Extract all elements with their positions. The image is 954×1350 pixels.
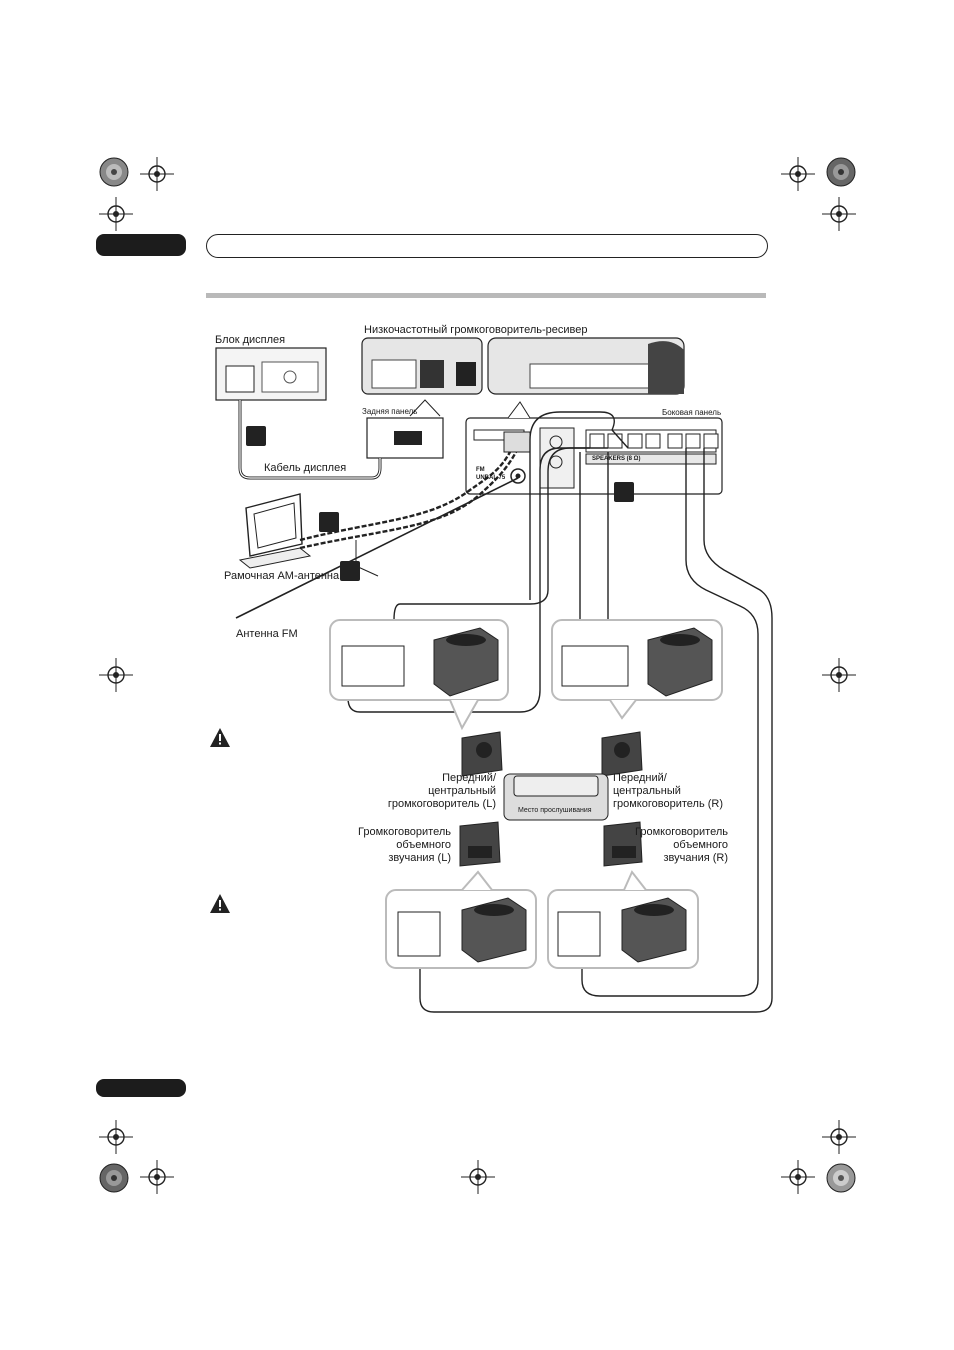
subwoofer-receiver-label: Низкочастотный громкоговоритель-ресивер xyxy=(364,324,588,336)
side-panel-label: Боковая панель xyxy=(662,408,722,417)
fm-antenna-label: Антенна FM xyxy=(236,628,298,640)
surround-left-label: Громкоговоритель объемного звучания (L) xyxy=(358,826,451,864)
important-warning-icon xyxy=(210,894,230,913)
important-warning-icon xyxy=(210,728,230,747)
registration-mark-icon xyxy=(822,1120,856,1154)
step-marker xyxy=(246,426,266,446)
starburst-target-icon xyxy=(826,157,856,187)
registration-mark-icon xyxy=(822,197,856,231)
registration-mark-icon xyxy=(781,157,815,191)
display-unit-label: Блок дисплея xyxy=(215,334,286,346)
section-rule xyxy=(206,293,766,298)
starburst-target-icon xyxy=(826,1163,856,1193)
registration-mark-icon xyxy=(781,1160,815,1194)
step-marker xyxy=(340,561,360,581)
chapter-tab xyxy=(96,234,186,256)
surround-right-label: Громкоговоритель объемного звучания (R) xyxy=(635,826,728,864)
speakers-terminal-label: SPEAKERS (8 Ω) xyxy=(592,456,641,462)
registration-mark-icon xyxy=(140,157,174,191)
display-cable-label: Кабель дисплея xyxy=(264,462,347,474)
front-left-label: Передний/ центральный громкоговоритель (… xyxy=(387,772,496,810)
step-marker xyxy=(319,512,339,532)
am-antenna-illustration xyxy=(238,451,518,569)
registration-mark-icon xyxy=(822,658,856,692)
starburst-target-icon xyxy=(99,157,129,187)
subwoofer-rear-illustration xyxy=(361,337,483,395)
rear-panel-label: Задняя панель xyxy=(362,407,418,416)
starburst-target-icon xyxy=(99,1163,129,1193)
am-antenna-label: Рамочная AM-антенна xyxy=(224,570,340,582)
step-marker xyxy=(614,482,634,502)
registration-mark-icon xyxy=(99,658,133,692)
fm-terminal-label: FM UNBAL 75 xyxy=(476,467,506,481)
registration-mark-icon xyxy=(99,197,133,231)
front-right-label: Передний/ центральный громкоговоритель (… xyxy=(613,772,723,810)
registration-mark-icon xyxy=(99,1120,133,1154)
registration-mark-icon xyxy=(461,1160,495,1194)
page-number-tab xyxy=(96,1079,186,1097)
listening-position-label: Место прослушивания xyxy=(518,807,592,814)
header-bar xyxy=(206,234,768,258)
registration-mark-icon xyxy=(140,1160,174,1194)
subwoofer-side-illustration xyxy=(487,337,685,395)
display-unit-illustration xyxy=(215,347,327,401)
